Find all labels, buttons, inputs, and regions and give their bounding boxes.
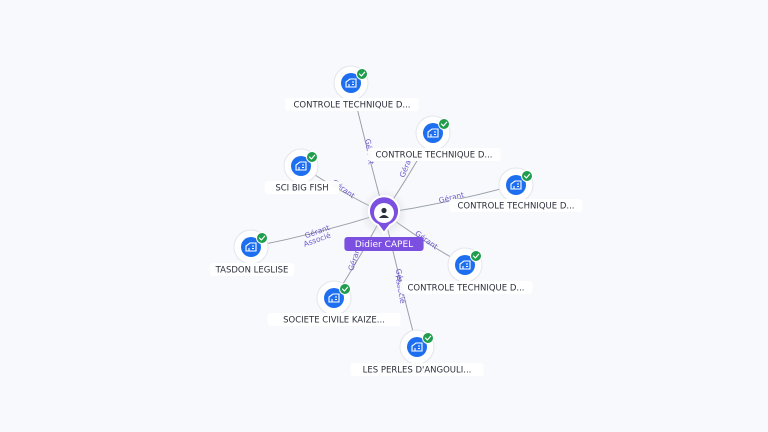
company-icon [455, 255, 475, 275]
company-node[interactable]: CONTROLE TECHNIQUE D... [285, 65, 419, 111]
building-icon [345, 78, 357, 88]
company-icon [291, 156, 311, 176]
check-icon [356, 68, 368, 80]
check-icon [470, 250, 482, 262]
person-label-text: Didier CAPEL [355, 240, 413, 250]
company-label: TASDON LEGLISE [209, 263, 295, 276]
company-node[interactable]: CONTROLE TECHNIQUE D... [367, 115, 501, 161]
company-label-text: SCI BIG FISH [275, 184, 328, 194]
company-icon [241, 237, 261, 257]
company-node[interactable]: SCI BIG FISH [264, 148, 340, 194]
check-icon [422, 332, 434, 344]
company-label: SCI BIG FISH [264, 181, 340, 194]
person-node[interactable]: Didier CAPEL [344, 189, 424, 251]
nodes-layer: CONTROLE TECHNIQUE D... CONTROLE TECHNIQU… [209, 65, 583, 376]
check-mark [424, 335, 432, 341]
building-icon [411, 342, 423, 352]
check-icon [438, 118, 450, 130]
company-node[interactable]: CONTROLE TECHNIQUE D... [449, 167, 583, 212]
check-mark [258, 235, 266, 241]
company-label-text: TASDON LEGLISE [215, 266, 289, 276]
company-node[interactable]: SOCIETE CIVILE KAIZE... [267, 280, 401, 326]
company-label-text: CONTROLE TECHNIQUE D... [458, 202, 575, 212]
building-icon [328, 293, 340, 303]
company-node[interactable]: LES PERLES D'ANGOULI... [350, 329, 484, 376]
building-icon [295, 161, 307, 171]
building-icon [245, 242, 257, 252]
company-icon [324, 288, 344, 308]
company-label: CONTROLE TECHNIQUE D... [285, 98, 419, 111]
check-icon [256, 232, 268, 244]
check-mark [308, 154, 316, 160]
person-label: Didier CAPEL [344, 237, 424, 251]
building-icon [510, 180, 522, 190]
company-label-text: CONTROLE TECHNIQUE D... [294, 101, 411, 111]
check-mark [341, 286, 349, 292]
building-icon [459, 260, 471, 270]
company-icon [506, 175, 526, 195]
check-icon [306, 151, 318, 163]
center-layer: Didier CAPEL [344, 189, 424, 251]
company-node[interactable]: CONTROLE TECHNIQUE D... [399, 247, 533, 294]
company-label: CONTROLE TECHNIQUE D... [399, 281, 533, 294]
check-mark [440, 121, 448, 127]
company-icon [407, 337, 427, 357]
check-mark [358, 71, 366, 77]
company-label: CONTROLE TECHNIQUE D... [449, 199, 583, 212]
building-icon [427, 128, 439, 138]
check-icon [521, 170, 533, 182]
check-mark [523, 173, 531, 179]
check-icon [339, 283, 351, 295]
company-label-text: CONTROLE TECHNIQUE D... [376, 151, 493, 161]
company-node[interactable]: TASDON LEGLISE [209, 229, 295, 276]
company-label-text: LES PERLES D'ANGOULI... [363, 366, 472, 376]
company-icon [423, 123, 443, 143]
company-label-text: CONTROLE TECHNIQUE D... [408, 284, 525, 294]
company-label: CONTROLE TECHNIQUE D... [367, 148, 501, 161]
check-mark [472, 253, 480, 259]
company-label: SOCIETE CIVILE KAIZE... [267, 313, 401, 326]
company-label: LES PERLES D'ANGOULI... [350, 363, 484, 376]
company-icon [341, 73, 361, 93]
company-label-text: SOCIETE CIVILE KAIZE... [283, 316, 385, 326]
